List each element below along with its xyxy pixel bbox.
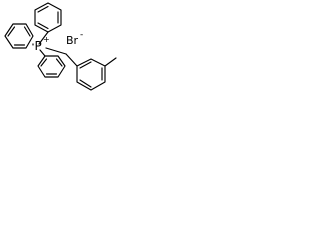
tolyl-ring: [76, 58, 106, 91]
bond-p-phenyl-top: [38, 31, 49, 45]
bond-p-phenyl-bottom: [39, 49, 46, 57]
phenyl-ring-bottom: [37, 55, 66, 78]
bond-p-ch2: [45, 47, 67, 55]
bond-ch2-ring: [65, 53, 78, 67]
phosphorus-label: P: [35, 39, 42, 53]
phosphorus-charge: +: [43, 35, 50, 44]
phenyl-ring-top: [34, 2, 62, 33]
chemical-structure: P + Br -: [4, 2, 117, 91]
bromide-label: Br: [66, 34, 79, 47]
bromide-charge: -: [80, 30, 83, 40]
phenyl-ring-left: [4, 23, 34, 49]
bond-methyl: [104, 57, 117, 67]
